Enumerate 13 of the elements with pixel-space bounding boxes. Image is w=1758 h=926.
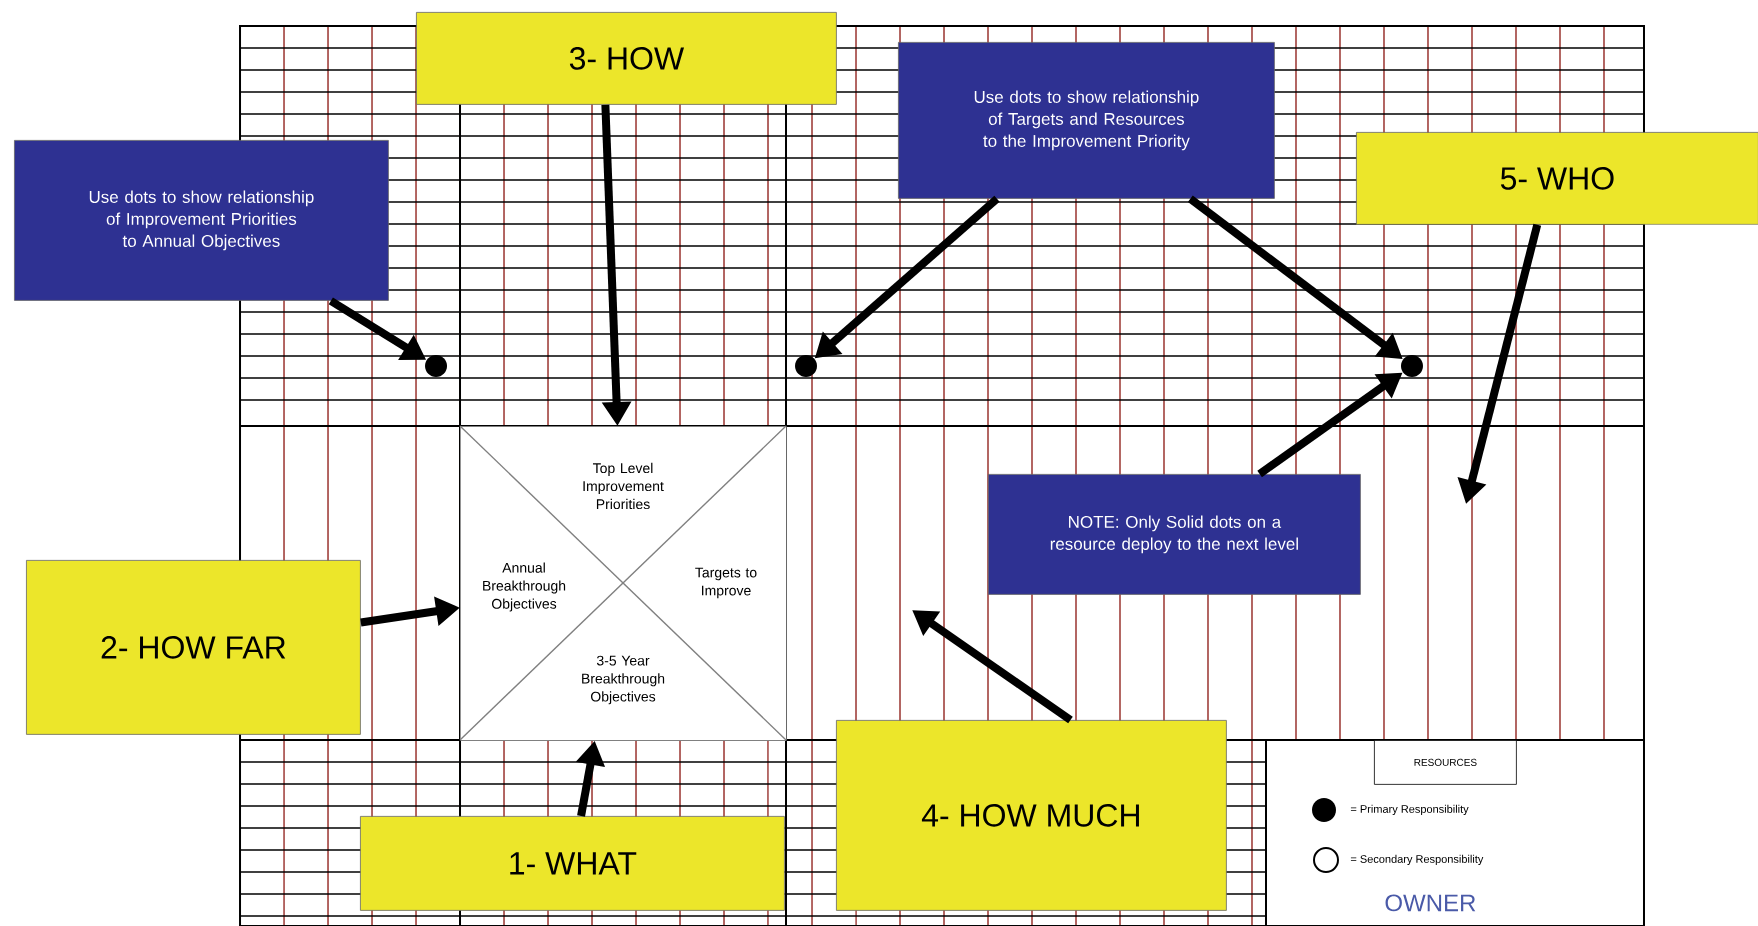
step-label-box: 5- WHO	[1356, 132, 1758, 225]
step-label-box: 4- HOW MUCH	[836, 720, 1227, 911]
step-label-box: 1- WHAT	[360, 816, 785, 911]
relationship-dot	[795, 355, 817, 377]
callout-box: Use dots to show relationship of Targets and Resources to the Improvement Priority	[898, 42, 1275, 199]
relationship-dot	[1401, 355, 1423, 377]
callout-box: Use dots to show relationship of Improvement Priorities to Annual Objectives	[14, 140, 389, 301]
step-label-box: 3- HOW	[416, 12, 837, 105]
callout-box: NOTE: Only Solid dots on a resource deploy to the next level	[988, 474, 1361, 595]
step-label-box: 2- HOW FAR	[26, 560, 361, 735]
owner-label: OWNER	[1385, 894, 1476, 912]
relationship-dot	[425, 355, 447, 377]
x-matrix	[459, 425, 787, 741]
